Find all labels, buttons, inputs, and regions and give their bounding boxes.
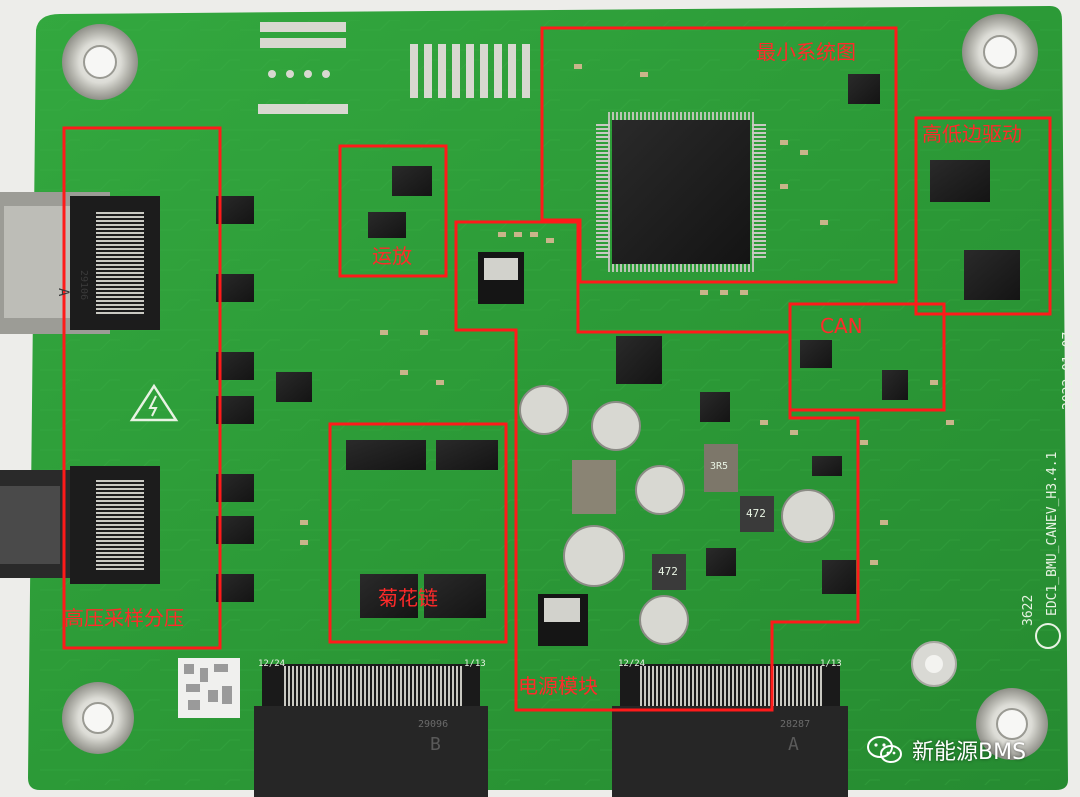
mcu-chip <box>596 112 766 272</box>
silk-inductor-1: 472 <box>746 507 766 520</box>
outline-minimum-system <box>540 26 898 284</box>
smd-passives <box>300 64 954 565</box>
outline-op-amp <box>338 144 448 278</box>
watermark-text: 新能源BMS <box>912 740 1027 765</box>
bottom-connector-b <box>254 664 488 797</box>
silk-connector-b-letter: B <box>430 734 441 755</box>
silk-connector-a-letter: A <box>788 734 799 755</box>
region-label-high-low-side-driver: 高低边驱动 <box>922 122 1022 146</box>
region-label-daisy-chain: 菊花链 <box>378 586 438 610</box>
watermark: 新能源BMS <box>866 732 1026 768</box>
silk-inductor-3: 3R5 <box>710 461 729 472</box>
region-label-can: CAN <box>820 314 863 338</box>
silk-pin-left-a: 12/24 <box>618 659 646 669</box>
region-label-high-voltage-sampling: 高压采样分压 <box>64 606 184 630</box>
wechat-icon <box>867 736 902 763</box>
left-connector-bottom <box>0 466 160 584</box>
silk-left-connector-part: 29106 <box>78 270 89 301</box>
outline-high-voltage-sampling <box>62 126 222 650</box>
region-label-op-amp: 运放 <box>372 244 412 268</box>
outline-high-low-side-driver <box>914 116 1052 316</box>
hv-warning-icon <box>129 383 179 422</box>
bottom-connector-a <box>612 664 848 797</box>
top-header-pads <box>258 22 530 114</box>
outline-power-module <box>454 220 860 712</box>
mounting-holes <box>62 14 1048 760</box>
silk-pin-right-b: 1/13 <box>464 659 486 669</box>
silk-board-name: EDC1_BMU_CANEV_H3.4.1 <box>1045 451 1060 616</box>
silk-inductor-2: 472 <box>658 565 678 578</box>
regulators <box>478 252 588 646</box>
board-logo <box>1035 623 1061 649</box>
silk-left-connector-letter: A <box>55 288 71 297</box>
region-label-power-module: 电源模块 <box>518 674 598 698</box>
silk-pin-right-a: 1/13 <box>820 659 842 669</box>
region-label-minimum-system: 最小系统图 <box>756 40 856 64</box>
silk-connector-b-part: 29096 <box>418 719 449 730</box>
outline-daisy-chain <box>328 422 508 644</box>
left-connector-top <box>0 192 160 334</box>
region-outlines <box>62 26 1052 712</box>
silk-code: 3622 <box>1021 594 1036 626</box>
silk-date: 2022.01.07 <box>1061 331 1076 410</box>
inductors <box>572 444 774 590</box>
silk-pin-left-b: 12/24 <box>258 659 286 669</box>
silk-connector-a-part: 28287 <box>780 719 811 730</box>
electrolytic-capacitors <box>519 385 835 645</box>
ic-packages <box>216 74 1020 618</box>
